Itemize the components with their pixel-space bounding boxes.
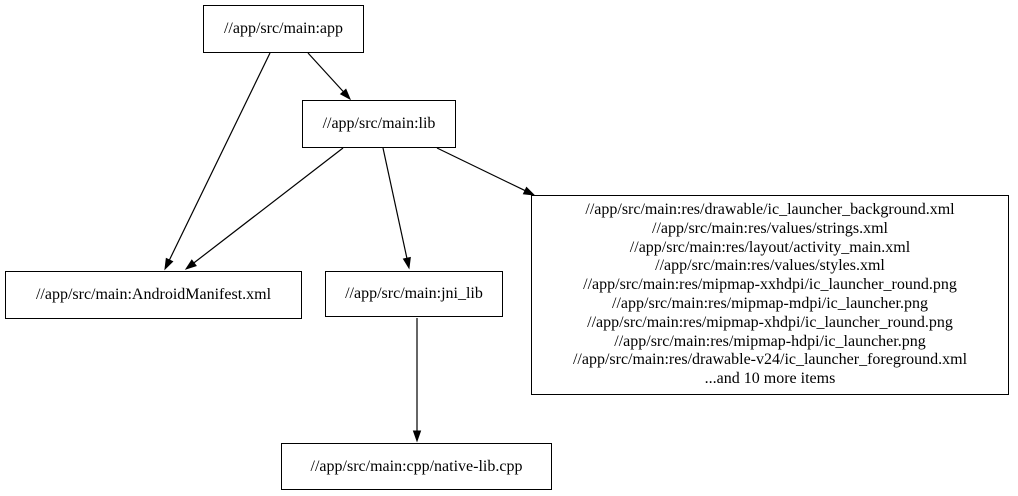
res-group-line: //app/src/main:res/values/styles.xml [655,257,885,275]
res-group-line: //app/src/main:res/mipmap-xhdpi/ic_launc… [587,313,953,331]
edge-lib-to-manifest [184,147,344,270]
edge-lib-to-res-group [436,147,536,196]
edge-app-to-manifest [164,52,271,271]
node-android-manifest: //app/src/main:AndroidManifest.xml [5,271,302,319]
res-group-line: //app/src/main:res/mipmap-xxhdpi/ic_laun… [583,276,957,294]
edge-app-to-lib [307,52,352,101]
node-res-group: //app/src/main:res/drawable/ic_launcher_… [531,195,1009,395]
node-native-cpp-label: //app/src/main:cpp/native-lib.cpp [310,457,523,475]
edge-lib-to-jni-lib [382,147,411,270]
node-jni-lib-label: //app/src/main:jni_lib [345,285,483,302]
node-app: //app/src/main:app [203,5,364,53]
res-group-more-items: ...and 10 more items [704,370,836,388]
res-group-line: //app/src/main:res/values/strings.xml [652,219,888,237]
res-group-line: //app/src/main:res/mipmap-hdpi/ic_launch… [614,332,926,350]
node-android-manifest-label: //app/src/main:AndroidManifest.xml [35,286,272,303]
node-native-cpp: //app/src/main:cpp/native-lib.cpp [281,443,552,490]
res-group-line: //app/src/main:res/mipmap-mdpi/ic_launch… [612,295,928,312]
node-lib: //app/src/main:lib [302,100,456,148]
node-jni-lib: //app/src/main:jni_lib [325,271,503,317]
res-group-line: //app/src/main:res/drawable/ic_launcher_… [585,201,955,219]
node-app-label: //app/src/main:app [223,20,344,37]
node-lib-label: //app/src/main:lib [322,115,436,132]
edge-jni-lib-to-native-cpp [412,318,422,443]
res-group-line: //app/src/main:res/layout/activity_main.… [629,238,911,256]
res-group-line: //app/src/main:res/drawable-v24/ic_launc… [572,351,968,369]
